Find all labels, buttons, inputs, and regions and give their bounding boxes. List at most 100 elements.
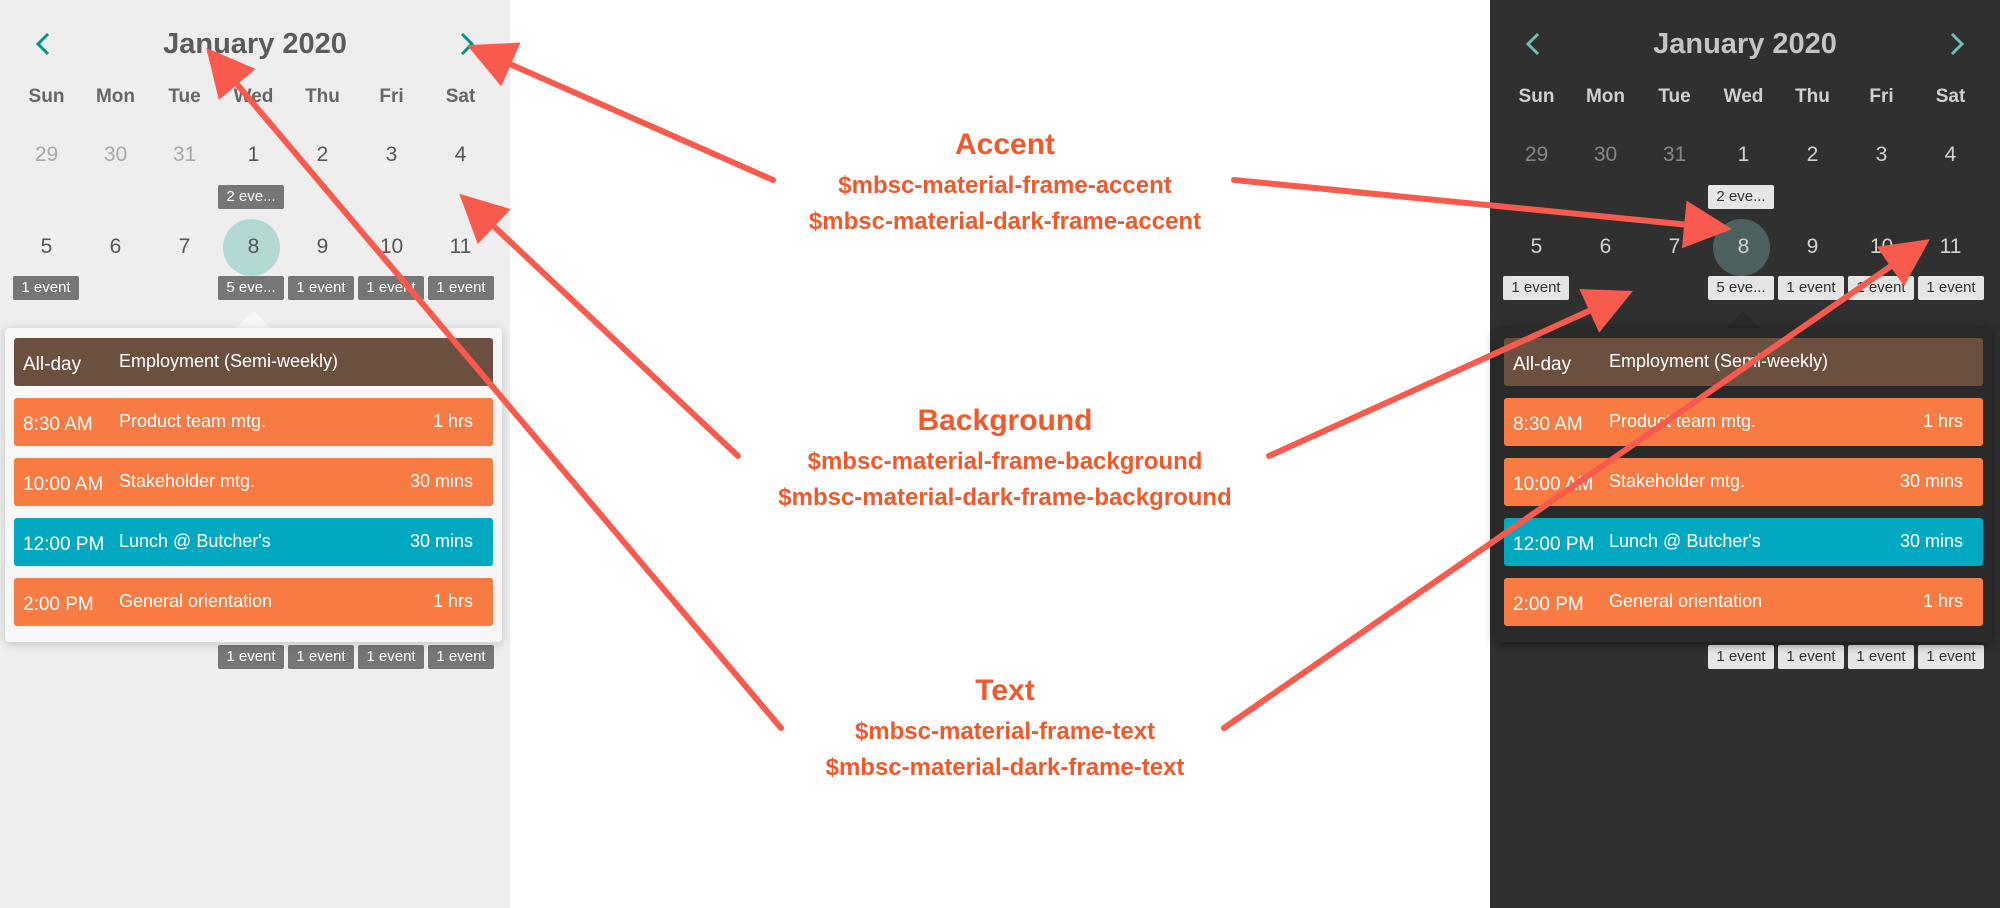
event-popover: All-day Employment (Semi-weekly) 8:30 AM…	[5, 328, 502, 642]
event-duration: 30 mins	[409, 471, 473, 491]
event-title: Product team mtg.	[119, 411, 267, 431]
event-title: Stakeholder mtg.	[119, 471, 256, 491]
weekday-fri: Fri	[379, 86, 404, 107]
annotation-accent-var-light: $mbsc-material-frame-accent	[838, 172, 1172, 199]
event-duration: 1 hrs	[1922, 591, 1963, 611]
event-duration: 30 mins	[1899, 471, 1963, 491]
day-cell[interactable]: 1	[1737, 143, 1750, 166]
event-item[interactable]: 12:00 PM Lunch @ Butcher's 30 mins	[1504, 518, 1983, 566]
event-item[interactable]: 12:00 PM Lunch @ Butcher's 30 mins	[14, 518, 493, 566]
annotation-background-var-dark: $mbsc-material-dark-frame-background	[778, 484, 1232, 511]
event-time: 2:00 PM	[1513, 594, 1584, 615]
event-label[interactable]: 1 event	[1848, 645, 1914, 669]
day-cell[interactable]: 9	[316, 235, 329, 258]
event-label[interactable]: 1 event	[1918, 276, 1984, 300]
day-cell[interactable]: 6	[1599, 235, 1612, 258]
day-cell[interactable]: 3	[385, 143, 398, 166]
event-duration: 1 hrs	[1922, 411, 1963, 431]
day-cell[interactable]: 2	[316, 143, 329, 166]
event-item[interactable]: 8:30 AM Product team mtg. 1 hrs	[14, 398, 493, 446]
day-cell[interactable]: 29	[1524, 143, 1549, 166]
day-cell-selected[interactable]: 8	[1737, 235, 1750, 258]
annotation-text-var-light: $mbsc-material-frame-text	[854, 718, 1156, 745]
event-label[interactable]: 1 event	[358, 645, 424, 669]
weekday-mon: Mon	[95, 86, 136, 107]
weekday-header: Sun Mon Tue Wed Thu Fri Sat	[1490, 86, 2000, 112]
day-cell[interactable]: 31	[1662, 143, 1687, 166]
day-cell[interactable]: 5	[40, 235, 53, 258]
day-cell[interactable]: 6	[109, 235, 122, 258]
annotation-text-var-dark: $mbsc-material-dark-frame-text	[825, 754, 1185, 781]
event-label[interactable]: 1 event	[288, 645, 354, 669]
annotation-text-title: Text	[975, 674, 1035, 707]
event-label[interactable]: 1 event	[13, 276, 79, 300]
event-item[interactable]: 2:00 PM General orientation 1 hrs	[14, 578, 493, 626]
event-title: General orientation	[119, 591, 273, 611]
day-cell[interactable]: 7	[1668, 235, 1681, 258]
calendar-light: January 2020 Sun Mon Tue Wed Thu Fri Sat…	[0, 0, 510, 908]
event-item[interactable]: All-day Employment (Semi-weekly)	[1504, 338, 1983, 386]
day-cell[interactable]: 29	[34, 143, 59, 166]
event-label[interactable]: 1 event	[1918, 645, 1984, 669]
annotation-accent-title: Accent	[954, 128, 1056, 161]
weekday-wed: Wed	[1723, 86, 1764, 107]
annotation-background-var-light: $mbsc-material-frame-background	[807, 448, 1203, 475]
event-title: Lunch @ Butcher's	[1609, 531, 1761, 551]
day-cell[interactable]: 2	[1806, 143, 1819, 166]
arrow-text-light	[206, 47, 784, 731]
annotation-accent-var-dark: $mbsc-material-dark-frame-accent	[808, 208, 1202, 235]
event-label[interactable]: 1 event	[1503, 276, 1569, 300]
event-title: Lunch @ Butcher's	[119, 531, 271, 551]
event-time: 10:00 AM	[23, 474, 104, 495]
event-item[interactable]: 8:30 AM Product team mtg. 1 hrs	[1504, 398, 1983, 446]
day-cell-selected[interactable]: 8	[247, 235, 260, 258]
event-time: 12:00 PM	[1513, 534, 1595, 555]
weekday-sat: Sat	[445, 86, 476, 107]
event-label[interactable]: 1 event	[428, 276, 494, 300]
day-cell[interactable]: 11	[1939, 235, 1962, 258]
event-label[interactable]: 1 event	[288, 276, 354, 300]
event-title: Stakeholder mtg.	[1609, 471, 1746, 491]
day-cell[interactable]: 30	[103, 143, 128, 166]
event-label[interactable]: 1 event	[428, 645, 494, 669]
event-time: All-day	[1513, 354, 1572, 375]
event-label[interactable]: 1 event	[1778, 276, 1844, 300]
event-item[interactable]: 10:00 AM Stakeholder mtg. 30 mins	[14, 458, 493, 506]
event-label[interactable]: 5 eve...	[218, 276, 284, 300]
day-cell[interactable]: 5	[1530, 235, 1543, 258]
event-label[interactable]: 1 event	[1708, 645, 1774, 669]
event-label[interactable]: 5 eve...	[1708, 276, 1774, 300]
day-cell[interactable]: 4	[1944, 143, 1957, 166]
arrow-background-dark	[1266, 289, 1633, 459]
day-cell[interactable]: 3	[1875, 143, 1888, 166]
popover-caret	[1726, 311, 1760, 328]
event-title: Product team mtg.	[1609, 411, 1757, 431]
annotation-background-title: Background	[917, 404, 1093, 437]
month-title: January 2020	[1653, 28, 1837, 60]
event-item[interactable]: 2:00 PM General orientation 1 hrs	[1504, 578, 1983, 626]
event-time: 8:30 AM	[1513, 414, 1583, 435]
weekday-thu: Thu	[305, 86, 340, 107]
prev-month-button[interactable]	[1512, 22, 1556, 66]
day-cell[interactable]: 9	[1806, 235, 1819, 258]
event-time: 12:00 PM	[23, 534, 105, 555]
event-duration: 30 mins	[1899, 531, 1963, 551]
day-cell[interactable]: 10	[379, 235, 404, 258]
day-cell[interactable]: 4	[454, 143, 467, 166]
prev-month-button[interactable]	[22, 22, 66, 66]
event-time: All-day	[23, 354, 82, 375]
day-cell[interactable]: 7	[178, 235, 191, 258]
event-item[interactable]: All-day Employment (Semi-weekly)	[14, 338, 493, 386]
day-cell[interactable]: 30	[1593, 143, 1618, 166]
event-label[interactable]: 2 eve...	[218, 185, 284, 209]
event-title: Employment (Semi-weekly)	[119, 351, 339, 371]
weekday-tue: Tue	[168, 86, 201, 107]
event-title: General orientation	[1609, 591, 1763, 611]
next-month-button[interactable]	[1934, 22, 1978, 66]
day-cell[interactable]: 31	[172, 143, 197, 166]
weekday-thu: Thu	[1795, 86, 1830, 107]
day-cell[interactable]: 1	[247, 143, 260, 166]
event-label[interactable]: 1 event	[218, 645, 284, 669]
chevron-right-icon	[1950, 32, 1965, 56]
event-label[interactable]: 1 event	[1778, 645, 1844, 669]
